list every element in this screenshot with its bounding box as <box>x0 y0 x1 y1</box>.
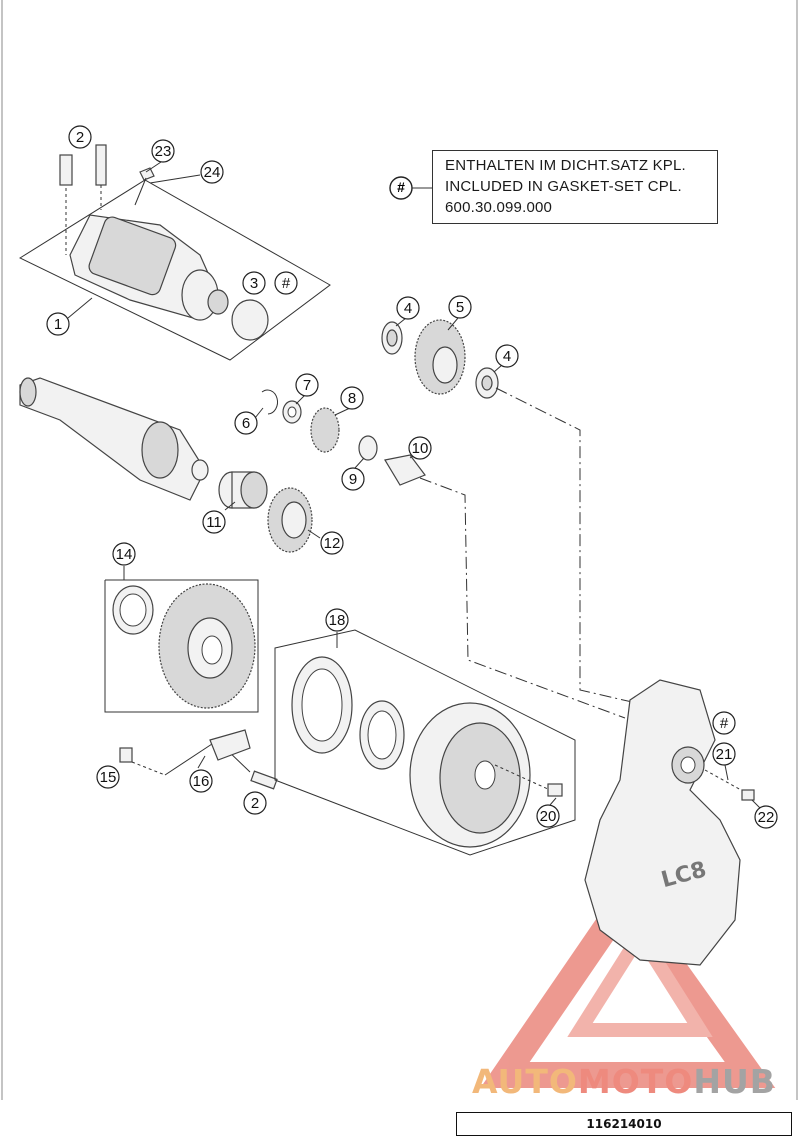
svg-text:2: 2 <box>251 795 259 812</box>
callout-2-top: 2 <box>68 125 92 149</box>
callout-20: 20 <box>536 804 560 828</box>
callout-3-hash: # <box>274 271 298 295</box>
callout-24: 24 <box>200 160 224 184</box>
watermark-part-3: HUB <box>693 1062 776 1101</box>
callout-8: 8 <box>340 386 364 410</box>
watermark-text: AUTOMOTOHUB <box>472 1062 776 1101</box>
callout-21: 21 <box>712 742 736 766</box>
callout-3: 3 <box>242 271 266 295</box>
callout-22: 22 <box>754 805 778 829</box>
callout-14: 14 <box>112 542 136 566</box>
note-line-german: ENTHALTEN IM DICHT.SATZ KPL. <box>445 157 686 174</box>
parts-15-16-2 <box>119 729 278 790</box>
gear-train-small-parts <box>261 389 626 719</box>
flywheel-18-group <box>274 629 576 856</box>
svg-text:23: 23 <box>155 143 172 160</box>
svg-text:10: 10 <box>412 440 429 457</box>
starter-motor-group <box>18 144 331 361</box>
svg-text:12: 12 <box>324 535 341 552</box>
svg-text:21: 21 <box>716 746 733 763</box>
watermark-part-2: MOTO <box>577 1062 694 1101</box>
callout-leaders <box>67 159 761 809</box>
shaft-assembly <box>19 377 209 501</box>
gear-5-bearings-4 <box>381 319 646 706</box>
svg-text:14: 14 <box>116 546 133 563</box>
callout-5: 5 <box>448 295 472 319</box>
bearing-11-gear-12 <box>218 471 313 553</box>
svg-text:5: 5 <box>456 299 464 316</box>
note-hash-callout <box>389 176 432 200</box>
note-line-part-number: 600.30.099.000 <box>445 199 553 216</box>
callout-21-hash: # <box>712 711 736 735</box>
svg-text:22: 22 <box>758 809 775 826</box>
watermark-logo <box>480 877 776 1088</box>
ignition-cover: LC8 <box>584 679 755 966</box>
gear-14-group <box>104 579 259 713</box>
note-line-english: INCLUDED IN GASKET-SET CPL. <box>445 178 682 195</box>
svg-text:#: # <box>720 715 729 732</box>
callout-11: 11 <box>202 510 226 534</box>
callout-7: 7 <box>295 373 319 397</box>
callout-23: 23 <box>151 139 175 163</box>
svg-text:4: 4 <box>503 348 511 365</box>
svg-text:#: # <box>282 275 291 292</box>
callout-15: 15 <box>96 765 120 789</box>
svg-text:24: 24 <box>204 164 221 181</box>
callout-4-right: 4 <box>495 344 519 368</box>
svg-text:16: 16 <box>193 773 210 790</box>
drawing-number: 116214010 <box>456 1112 792 1136</box>
svg-text:9: 9 <box>349 471 357 488</box>
watermark-part-1: AUTO <box>472 1062 578 1101</box>
svg-text:3: 3 <box>250 275 258 292</box>
svg-text:11: 11 <box>206 514 222 531</box>
callout-12: 12 <box>320 531 344 555</box>
callout-4-left: 4 <box>396 296 420 320</box>
svg-text:15: 15 <box>100 769 117 786</box>
svg-text:4: 4 <box>404 300 412 317</box>
callout-2-bottom: 2 <box>243 791 267 815</box>
svg-text:6: 6 <box>242 415 250 432</box>
svg-text:7: 7 <box>303 377 311 394</box>
svg-text:20: 20 <box>540 808 557 825</box>
svg-text:18: 18 <box>329 612 346 629</box>
svg-text:1: 1 <box>54 316 62 333</box>
note-hash-symbol: # <box>397 179 405 195</box>
callout-6: 6 <box>234 411 258 435</box>
callout-9: 9 <box>341 467 365 491</box>
callout-16: 16 <box>189 769 213 793</box>
gasket-set-note: ENTHALTEN IM DICHT.SATZ KPL. INCLUDED IN… <box>432 150 718 224</box>
callout-18: 18 <box>325 608 349 632</box>
callout-10: 10 <box>408 436 432 460</box>
callout-1: 1 <box>46 312 70 336</box>
svg-text:2: 2 <box>76 129 84 146</box>
svg-text:8: 8 <box>348 390 356 407</box>
